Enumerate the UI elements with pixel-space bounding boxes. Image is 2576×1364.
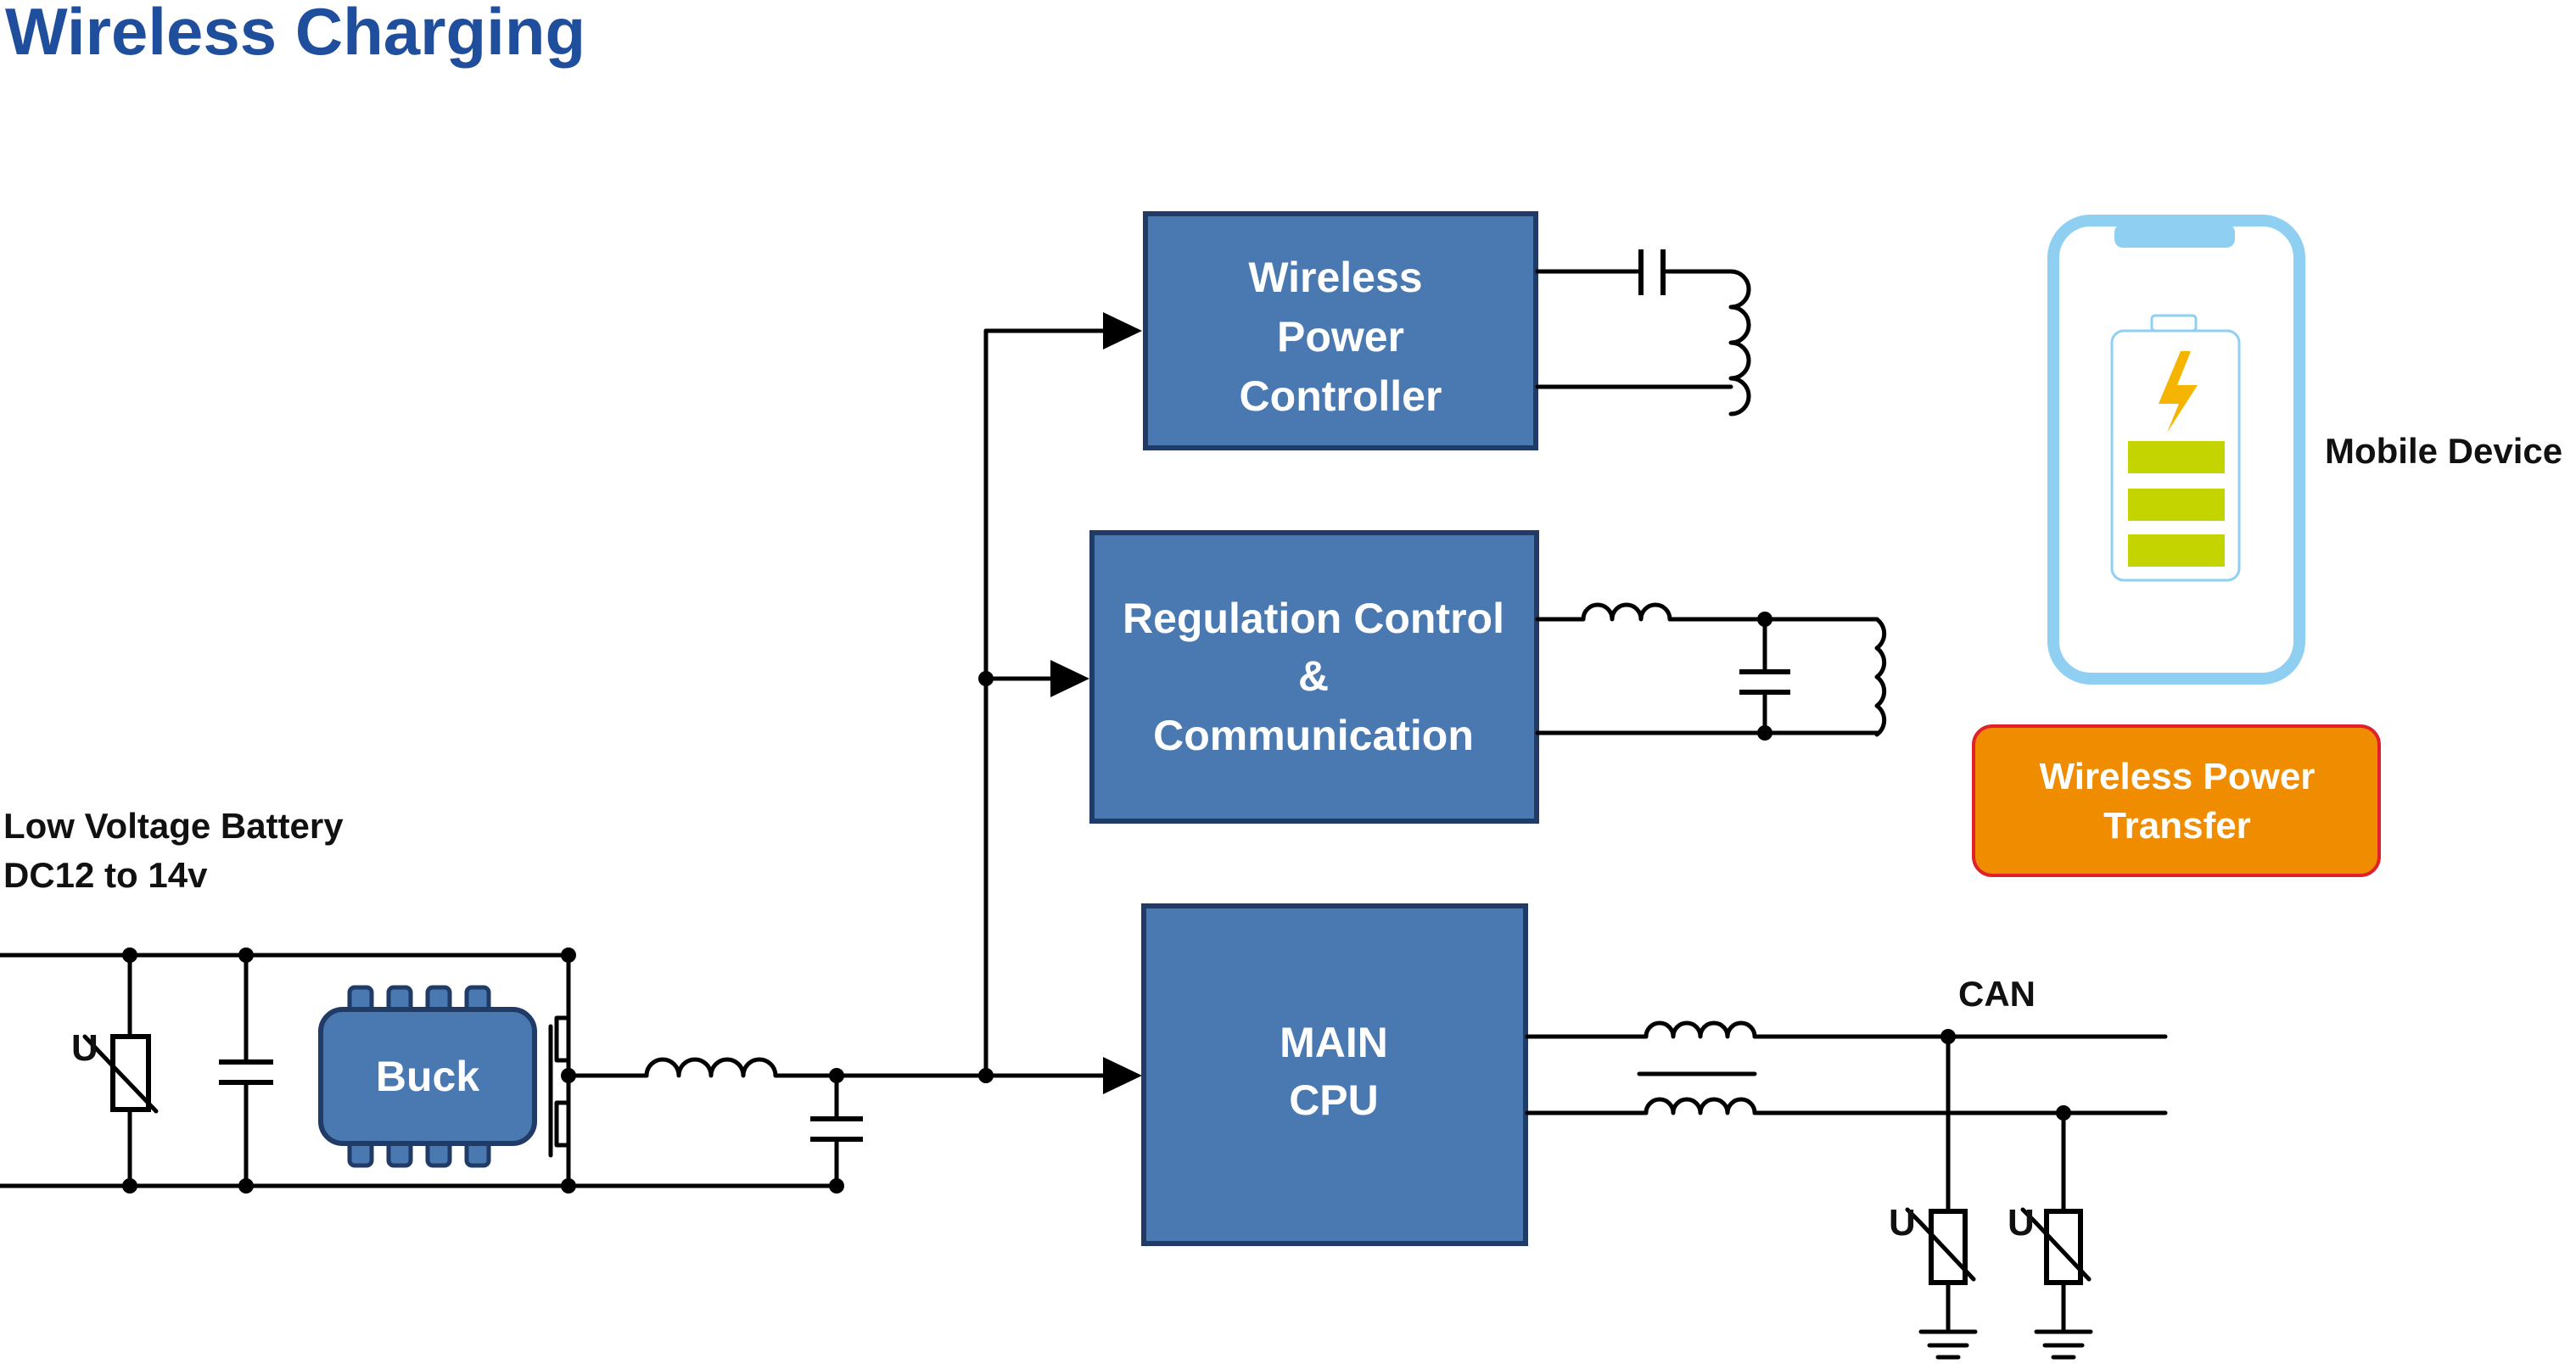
wireless-power-transfer-line2: Transfer	[2103, 805, 2251, 847]
input-capacitor-symbol	[216, 1059, 276, 1085]
regulation-control-block: Regulation Control & Communication	[1089, 530, 1539, 824]
wireless-power-controller-line1: Wireless	[1248, 254, 1422, 301]
battery-label: Low Voltage Battery	[3, 806, 344, 846]
distribution-bus	[978, 312, 1142, 1094]
lightning-bolt-icon	[2159, 351, 2198, 433]
can-varistor-1-label: U	[1889, 1202, 1916, 1244]
buck-body	[318, 1007, 537, 1146]
mobile-device: Mobile Device	[2047, 215, 2562, 685]
input-varistor-symbol: U	[71, 1027, 159, 1114]
can-label: CAN	[1958, 974, 2036, 1014]
wireless-power-transfer-badge: Wireless Power Transfer	[1972, 724, 2381, 877]
battery-voltage-label: DC12 to 14v	[3, 855, 208, 895]
battery-bar-3	[2128, 534, 2225, 567]
wireless-power-controller-line3: Controller	[1240, 372, 1442, 420]
can-varistor-2-label: U	[2008, 1202, 2035, 1244]
battery-cap	[2150, 314, 2198, 333]
regulation-control-line3: Communication	[1153, 712, 1474, 759]
regulation-control-line2: &	[1298, 652, 1329, 700]
switch-transistors	[548, 953, 576, 1188]
can-varistor-1: U	[1889, 1202, 1978, 1360]
regulation-control-line1: Regulation Control	[1123, 595, 1504, 642]
output-filter	[566, 1057, 990, 1188]
wireless-power-controller-block: Wireless Power Controller	[1143, 211, 1538, 450]
wireless-power-transfer-line1: Wireless Power	[2040, 756, 2316, 797]
battery-bar-2	[2128, 489, 2225, 521]
input-varistor-label: U	[71, 1027, 98, 1069]
buck-label: Buck	[376, 1053, 479, 1100]
main-cpu-line1: MAIN	[1280, 1019, 1388, 1066]
battery-bar-1	[2128, 441, 2225, 473]
phone-notch	[2114, 224, 2235, 248]
wireless-power-controller-line2: Power	[1277, 313, 1404, 361]
mobile-device-label: Mobile Device	[2325, 431, 2562, 471]
buck-converter: Buck	[318, 985, 537, 1168]
page-title: Wireless Charging	[5, 0, 585, 69]
can-varistor-2: U	[2008, 1202, 2093, 1360]
main-cpu-line2: CPU	[1289, 1076, 1379, 1124]
resonant-lc-circuit	[1535, 602, 1887, 741]
main-cpu-block: MAIN CPU	[1141, 903, 1528, 1246]
transmit-coil-circuit	[1535, 249, 1751, 416]
